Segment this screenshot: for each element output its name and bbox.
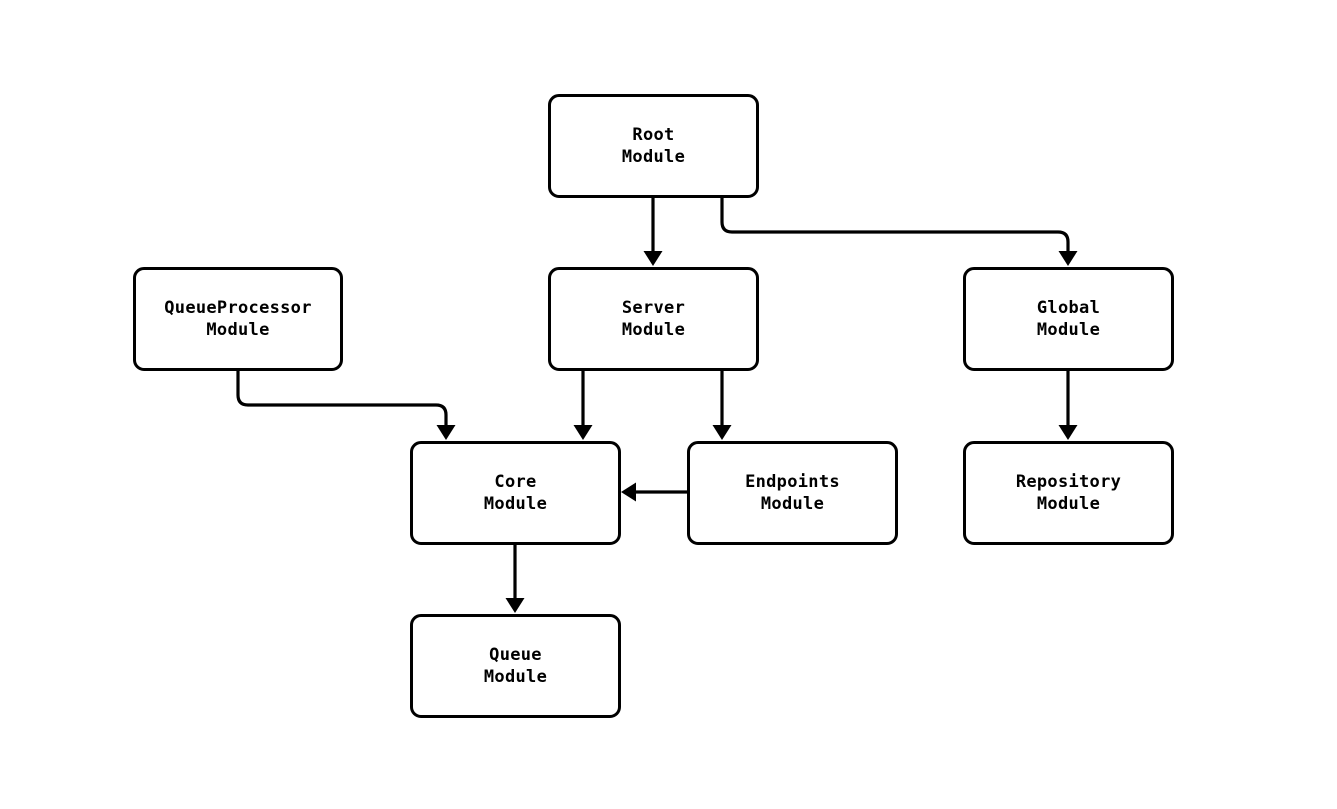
node-label-line1: Queue (489, 645, 542, 665)
arrowhead-icon (573, 425, 593, 440)
edge-queueprocessor-to-core (236, 371, 456, 440)
edge-global-to-repository (1058, 371, 1078, 440)
node-label-line1: QueueProcessor (164, 298, 312, 318)
arrowhead-icon (643, 251, 663, 266)
node-label-line1: Root (632, 125, 675, 145)
node-label-line1: Global (1036, 298, 1101, 318)
arrowhead-icon (712, 425, 732, 440)
node-label-line2: Module (621, 320, 686, 340)
edge-core-to-queue (505, 545, 525, 613)
edge-server-to-endpoints (712, 371, 732, 440)
node-label-line2: Module (621, 147, 686, 167)
node-label-line2: Module (760, 494, 825, 514)
edge-line (236, 371, 448, 426)
node-label-line2: Module (1036, 494, 1101, 514)
edge-root-to-server (643, 198, 663, 266)
arrowhead-icon (621, 482, 636, 502)
edge-endpoints-to-core (621, 482, 687, 502)
arrowhead-icon (505, 598, 525, 613)
edge-line (720, 198, 1070, 252)
node-label-line1: Repository (1015, 472, 1122, 492)
node-label-line2: Module (1036, 320, 1101, 340)
node-label-line1: Server (621, 298, 686, 318)
node-label-line1: Core (494, 472, 537, 492)
arrowhead-icon (436, 425, 456, 440)
arrowhead-icon (1058, 251, 1078, 266)
node-label-line2: Module (206, 320, 270, 340)
arrowhead-icon (1058, 425, 1078, 440)
node-label-line2: Module (483, 494, 548, 514)
edge-root-to-global (720, 198, 1078, 266)
edge-server-to-core (573, 371, 593, 440)
node-label-line1: Endpoints (745, 472, 840, 492)
node-label-line2: Module (483, 667, 548, 687)
